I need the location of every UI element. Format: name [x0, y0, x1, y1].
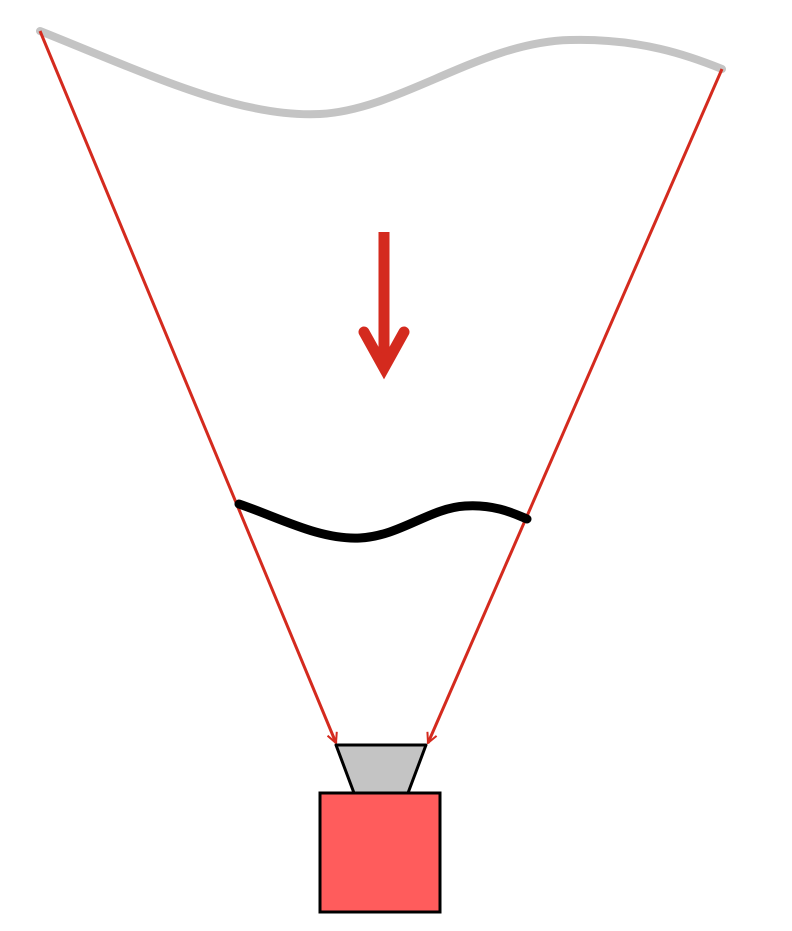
right-ray: [428, 68, 724, 743]
camera-icon: [318, 743, 442, 914]
near-surface-curve: [234, 499, 532, 543]
left-ray: [38, 30, 336, 743]
far-surface-curve: [36, 27, 726, 119]
camera-body: [318, 791, 442, 914]
camera-lens: [334, 743, 428, 795]
down-arrow-icon: [358, 232, 410, 380]
